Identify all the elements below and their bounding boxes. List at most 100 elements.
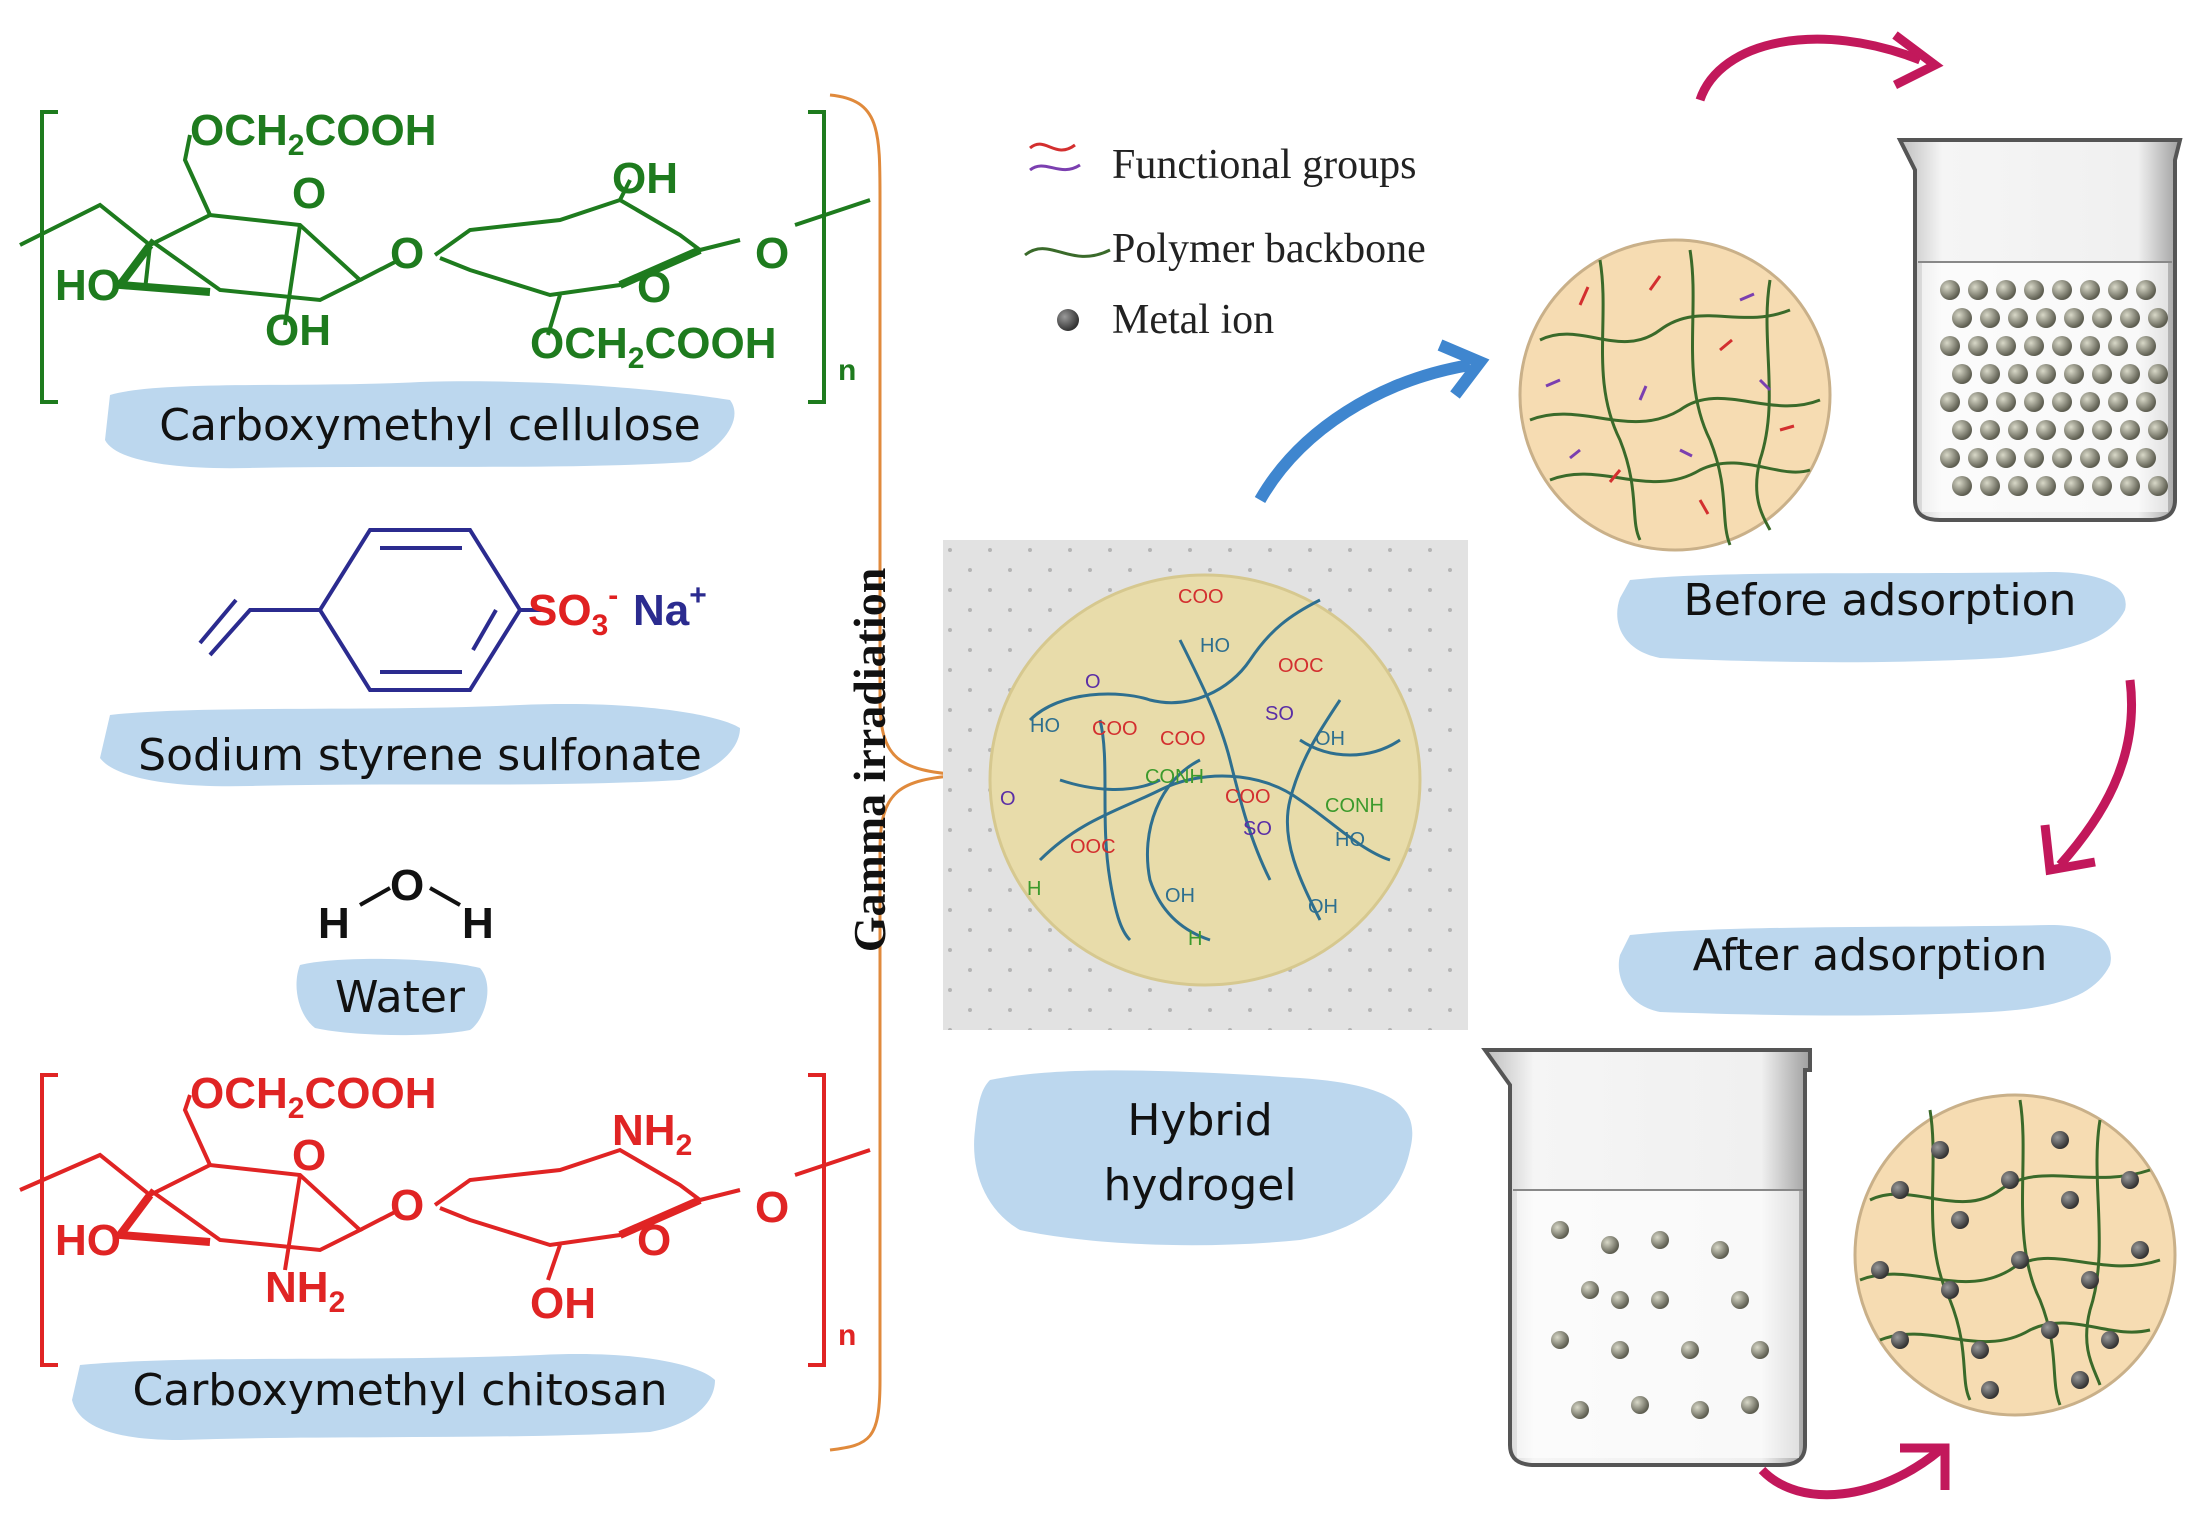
hg-coo-a: COO: [1092, 718, 1138, 740]
after-label: After adsorption: [1693, 930, 2048, 981]
cmc-label: Carboxymethyl cellulose: [159, 400, 700, 451]
cmch-nh2-right: NH: [612, 1106, 676, 1155]
metal-ion: [2148, 364, 2168, 384]
cmch-end-o: O: [755, 1183, 789, 1232]
hg-oh2: OH: [1165, 885, 1195, 907]
metal-ion: [1940, 280, 1960, 300]
blob-after: [1618, 925, 2111, 1016]
metal-ion: [2120, 420, 2140, 440]
metal-ion: [2052, 280, 2072, 300]
hydrogel-label-line2: hydrogel: [1103, 1160, 1296, 1211]
cmch-bridge-o: O: [390, 1181, 424, 1230]
metal-ion: [1741, 1396, 1759, 1414]
metal-ion: [2092, 476, 2112, 496]
metal-ion: [1980, 476, 2000, 496]
metal-ion: [2064, 308, 2084, 328]
metal-ion: [1601, 1236, 1619, 1254]
metal-ion: [1651, 1231, 1669, 1249]
metal-ion: [2052, 448, 2072, 468]
blob-water: [296, 958, 488, 1036]
metal-ion: [2092, 420, 2112, 440]
metal-ion: [2108, 280, 2128, 300]
metal-ion: [2148, 308, 2168, 328]
legend-polymer-backbone-icon: [1024, 247, 1111, 258]
cmc-ho-left: HO: [55, 261, 121, 310]
svg-text:NH2: NH2: [612, 1106, 692, 1162]
metal-ion: [1968, 280, 1988, 300]
cmch-top-group: OCH: [190, 1069, 288, 1118]
cmch-n: n: [838, 1319, 856, 1352]
hg-coo-b: COO: [1160, 728, 1206, 750]
bound-metal-ion: [2131, 1241, 2149, 1259]
water-label: Water: [335, 972, 466, 1023]
legend-metal-ion: Metal ion: [1112, 297, 1274, 343]
metal-ion: [2108, 448, 2128, 468]
metal-ion: [1940, 392, 1960, 412]
metal-ion: [1996, 448, 2016, 468]
hydrogel-photo: COO HO OOC O SO HO COO COO OH CONH O COO…: [943, 540, 1468, 1030]
hg-o3s1: O: [1085, 671, 1101, 693]
metal-ion: [1681, 1341, 1699, 1359]
metal-ion: [2024, 448, 2044, 468]
cmch-oh-bottom: OH: [530, 1279, 596, 1328]
hg-o3s2: O: [1000, 788, 1016, 810]
cmch-text: OCH2COOH O NH2 HO O O O NH2 OH n: [55, 1069, 856, 1352]
after-bound-ions: [1871, 1131, 2149, 1399]
hg-oh3: OH: [1308, 896, 1338, 918]
metal-ion: [2136, 448, 2156, 468]
cmc-text: OCH2COOH O OH HO O O O OH OCH2COOH n: [55, 106, 856, 387]
bound-metal-ion: [1931, 1141, 1949, 1159]
bound-metal-ion: [2041, 1321, 2059, 1339]
metal-ion: [2080, 392, 2100, 412]
metal-ion: [2148, 420, 2168, 440]
cmc-oh-right: OH: [612, 154, 678, 203]
arrow-blue: [1254, 359, 1471, 503]
metal-ion: [2080, 280, 2100, 300]
cmc-bracket-left: [40, 110, 58, 404]
svg-text:OCH2COOH: OCH2COOH: [190, 106, 436, 162]
metal-ion: [1611, 1341, 1629, 1359]
metal-ion: [2064, 476, 2084, 496]
svg-text:SO3-: SO3-: [528, 579, 618, 642]
metal-ion: [2080, 448, 2100, 468]
hg-conh: CONH: [1145, 766, 1204, 788]
metal-ion: [1940, 448, 1960, 468]
bound-metal-ion: [2121, 1171, 2139, 1189]
cmc-n: n: [838, 354, 856, 387]
metal-ion: [2136, 280, 2156, 300]
metal-ion: [2120, 308, 2140, 328]
arrow-red-mid: [2056, 679, 2136, 868]
svg-text:Na+: Na+: [633, 579, 707, 635]
metal-ion: [1980, 420, 2000, 440]
metal-ion: [2108, 336, 2128, 356]
svg-text:COO: COO: [1178, 586, 1224, 608]
cmc-end-o: O: [755, 229, 789, 278]
bound-metal-ion: [2061, 1191, 2079, 1209]
hg-h2noc1: H: [1027, 878, 1041, 900]
metal-ion: [1996, 392, 2016, 412]
gamma-label: Gamma irradiation: [844, 568, 895, 953]
hg-so3-b: SO: [1243, 818, 1272, 840]
blob-cmch: [72, 1354, 715, 1440]
cmc-bridge-o: O: [390, 229, 424, 278]
metal-ion: [2008, 420, 2028, 440]
legend: Functional groups Polymer backbone Metal…: [1024, 142, 1426, 343]
arrows: [1254, 31, 2136, 1500]
hg-ho3: HO: [1335, 829, 1365, 851]
label-blobs: [72, 381, 2126, 1440]
cmc-structure: [19, 110, 871, 404]
blob-before: [1617, 572, 2126, 663]
water-o: O: [390, 861, 424, 910]
cmc-ring-o1: O: [292, 169, 326, 218]
metal-ion: [2036, 308, 2056, 328]
blob-sss: [100, 704, 740, 787]
bound-metal-ion: [1871, 1261, 1889, 1279]
before-label: Before adsorption: [1684, 575, 2077, 626]
metal-ion: [1711, 1241, 1729, 1259]
hg-coo-top: COO: [1178, 586, 1224, 608]
metal-ion: [1968, 448, 1988, 468]
metal-ion: [1581, 1281, 1599, 1299]
svg-text:NH2: NH2: [265, 1263, 345, 1319]
metal-ion: [1980, 308, 2000, 328]
